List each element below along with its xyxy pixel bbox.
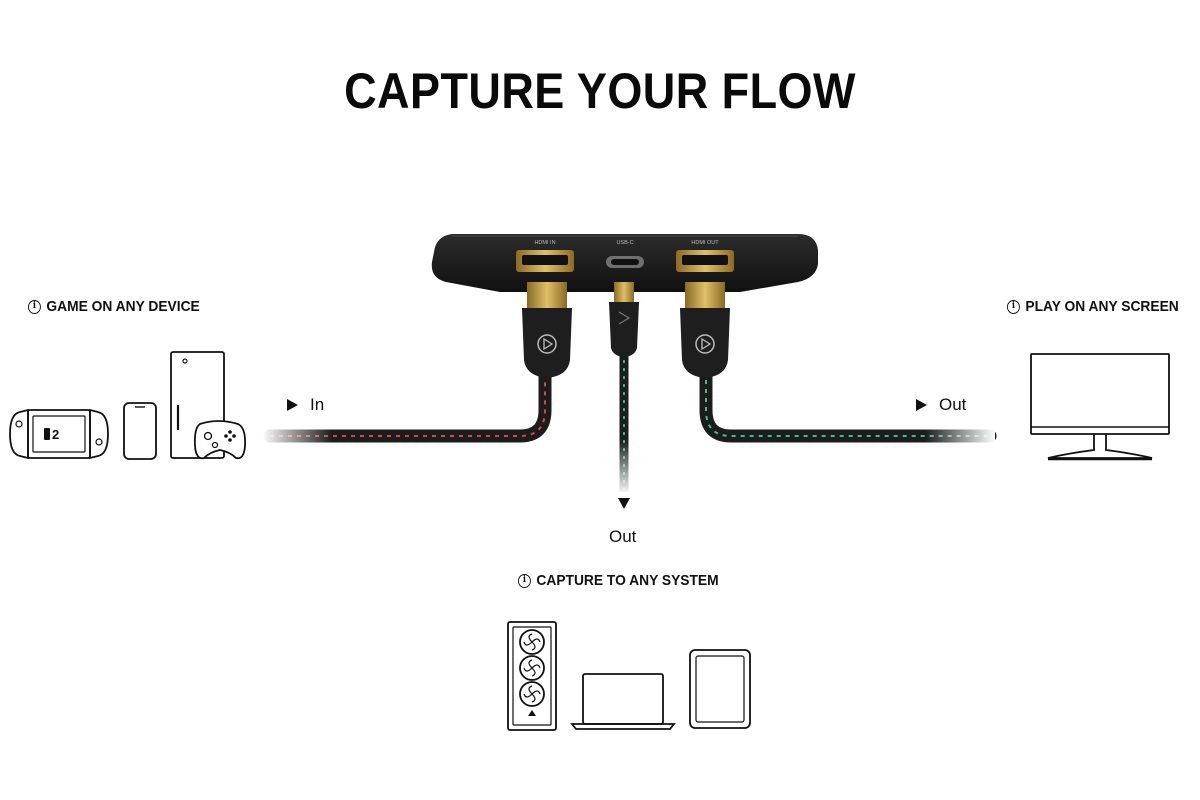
flow-in-text: In: [310, 395, 325, 414]
port-label-hdmi-in: HDMI IN: [534, 240, 555, 246]
laptop-icon: [570, 673, 676, 730]
capture-device: HDMI IN USB-C HDMI OUT: [431, 234, 818, 292]
hdmi-in-connector: [522, 282, 572, 378]
down-arrow-icon: [618, 498, 630, 509]
usb-c-cable: [614, 350, 634, 495]
section-label-text: PLAY ON ANY SCREEN: [1025, 298, 1179, 315]
port-label-hdmi-out: HDMI OUT: [691, 240, 719, 246]
smartphone-icon: [123, 402, 157, 460]
flow-out-down-label: Out: [609, 527, 636, 547]
info-circle-icon: i: [1007, 299, 1020, 314]
section-label-text: CAPTURE TO ANY SYSTEM: [536, 572, 719, 589]
play-arrow-icon: [916, 399, 927, 411]
section-capture-to-any-system: i CAPTURE TO ANY SYSTEM: [518, 572, 719, 589]
svg-text:2: 2: [52, 427, 59, 442]
tablet-icon: [689, 649, 751, 729]
section-play-on-any-screen: i PLAY ON ANY SCREEN: [1007, 298, 1179, 315]
info-circle-icon: i: [28, 299, 41, 314]
flow-out-right-text: Out: [939, 395, 967, 414]
port-label-usb-c: USB-C: [616, 240, 633, 246]
hdmi-in-cable: [262, 365, 552, 447]
handheld-console-icon: 2: [9, 408, 109, 460]
hdmi-out-connector: [680, 282, 730, 378]
info-circle-icon: i: [518, 573, 531, 588]
section-label-text: GAME ON ANY DEVICE: [46, 298, 200, 315]
play-arrow-icon: [287, 399, 298, 411]
section-game-on-any-device: i GAME ON ANY DEVICE: [28, 298, 200, 315]
pc-tower-icon: [507, 621, 557, 731]
hdmi-out-cable: [699, 365, 997, 447]
monitor-icon: [1030, 353, 1170, 461]
flow-out-down-text: Out: [609, 527, 637, 546]
usb-c-connector: [609, 282, 639, 357]
game-console-icon: [170, 351, 225, 459]
gamepad-icon: [193, 420, 247, 460]
page-title: CAPTURE YOUR FLOW: [344, 63, 856, 119]
flow-in-label: In: [287, 395, 324, 415]
flow-out-right-label: Out: [916, 395, 966, 415]
